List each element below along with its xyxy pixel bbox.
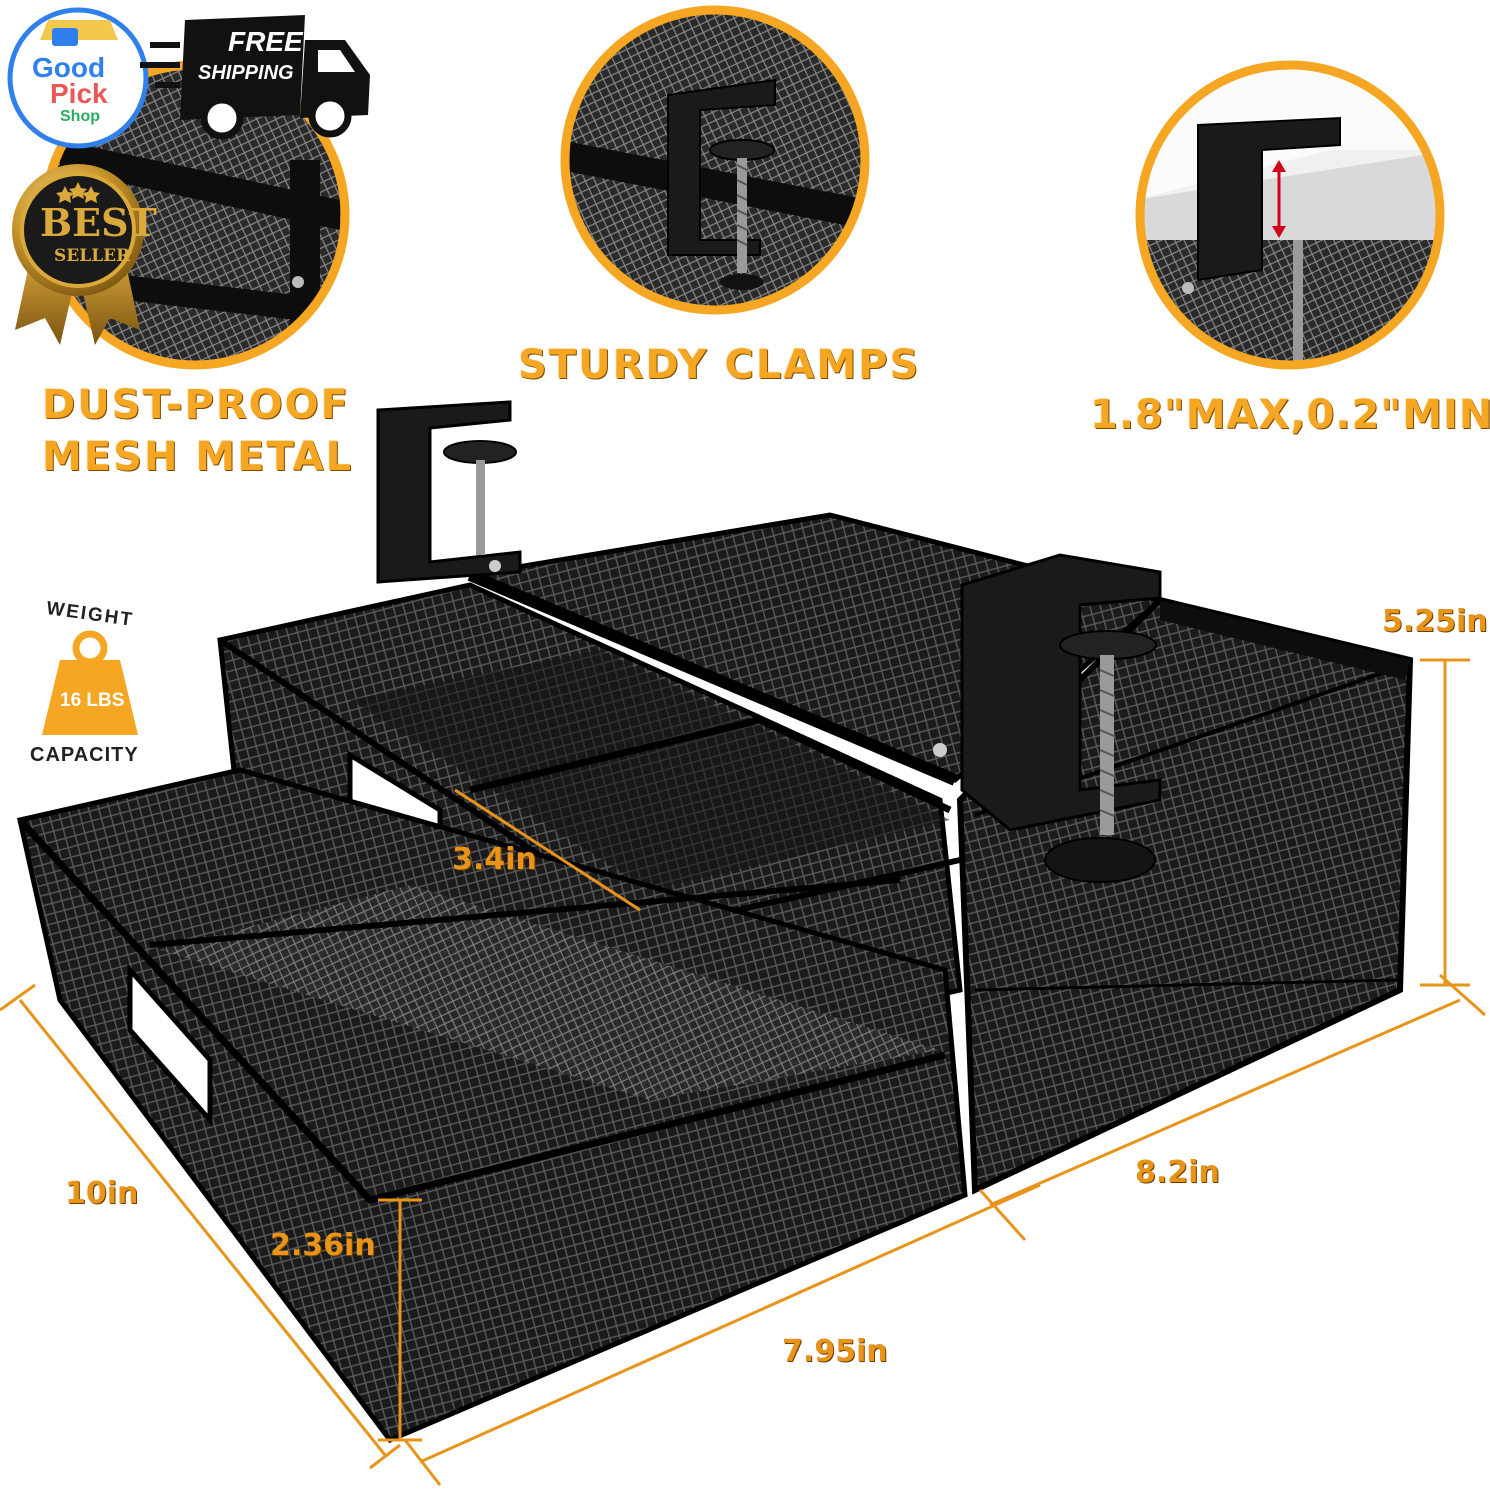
clamps-feature: STURDY CLAMPS — [518, 342, 921, 388]
clamp-detail-circle — [560, 5, 870, 315]
height-dimension: 5.25in — [1382, 604, 1488, 639]
logo-pick-text: Pick — [50, 78, 108, 109]
clamp-range-feature: 1.8"MAX,0.2"MIN — [1090, 392, 1490, 438]
free-shipping-truck-icon — [140, 15, 370, 140]
divider-dimension: 3.4in — [452, 842, 537, 877]
free-text: FREE — [228, 26, 303, 57]
clamp-range-detail-circle — [1135, 60, 1445, 370]
logo-good-text: Good — [32, 52, 106, 83]
shipping-text: SHIPPING — [198, 62, 294, 84]
dimension-lines — [0, 658, 1486, 1486]
mesh-feature-line2: MESH METAL — [42, 434, 354, 480]
side-width-dimension: 8.2in — [1135, 1155, 1220, 1190]
mesh-feature-line1: DUST-PROOF — [42, 382, 350, 428]
logo-shop-text: Shop — [60, 108, 100, 125]
capacity-label: CAPACITY — [30, 744, 139, 766]
drawer-height-dimension: 2.36in — [270, 1228, 376, 1263]
seller-text: SELLER — [54, 246, 131, 266]
shop-logo — [7, 7, 149, 149]
desk-organizer-product — [17, 400, 1414, 1444]
best-seller-medal — [12, 164, 144, 345]
depth-dimension: 10in — [65, 1176, 139, 1211]
best-text: BEST — [40, 200, 157, 245]
weight-value: 16 LBS — [60, 690, 125, 711]
front-width-dimension: 7.95in — [782, 1334, 888, 1369]
weight-icon — [42, 630, 138, 735]
